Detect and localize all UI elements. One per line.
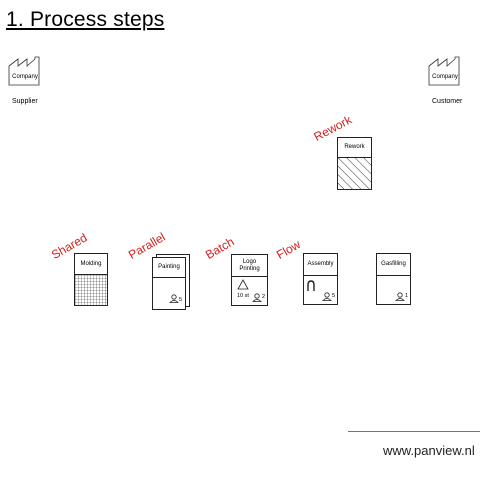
supplier-caption: Supplier xyxy=(12,98,38,105)
step-molding: Molding xyxy=(74,253,108,306)
rework-box: Rework xyxy=(337,137,372,190)
triangle-inventory-icon xyxy=(237,279,249,290)
step-gasfilling: Gasfilling 1 xyxy=(376,253,411,305)
customer-company-label: Company xyxy=(432,74,458,80)
supplier-company-label: Company xyxy=(12,74,38,80)
step-painting-label: Painting xyxy=(153,258,185,278)
customer-caption: Customer xyxy=(432,98,463,105)
operator-icon xyxy=(169,294,179,303)
step-logo-printing-batch: 10 st xyxy=(237,293,249,299)
step-logo-printing-operators: 2 xyxy=(262,294,266,300)
step-assembly: Assembly 5 xyxy=(303,253,338,305)
step-logo-printing-label: Logo Printing xyxy=(232,255,267,277)
factory-icon xyxy=(428,56,460,86)
factory-icon xyxy=(8,56,40,86)
step-painting-operators: 5 xyxy=(179,297,183,303)
footer-url[interactable]: www.panview.nl xyxy=(383,443,475,458)
page-title: 1. Process steps xyxy=(6,8,165,31)
operator-icon xyxy=(252,293,262,302)
customer-factory: Company xyxy=(428,56,462,86)
u-shape-cell-icon xyxy=(307,280,315,291)
step-molding-label: Molding xyxy=(75,254,107,275)
footer-divider xyxy=(348,431,480,432)
step-painting: Painting 5 xyxy=(152,257,186,310)
grid-pattern xyxy=(75,275,107,306)
step-assembly-operators: 5 xyxy=(332,293,336,299)
rework-label: Rework xyxy=(338,138,371,158)
supplier-factory: Company xyxy=(8,56,42,86)
tag-flow: Flow xyxy=(274,237,303,262)
operator-icon xyxy=(395,292,405,301)
hatch-pattern xyxy=(338,158,371,190)
step-assembly-label: Assembly xyxy=(304,254,337,276)
step-logo-printing: Logo Printing 10 st 2 xyxy=(231,254,268,306)
operator-icon xyxy=(322,292,332,301)
step-gasfilling-operators: 1 xyxy=(405,293,409,299)
step-gasfilling-label: Gasfilling xyxy=(377,254,410,276)
